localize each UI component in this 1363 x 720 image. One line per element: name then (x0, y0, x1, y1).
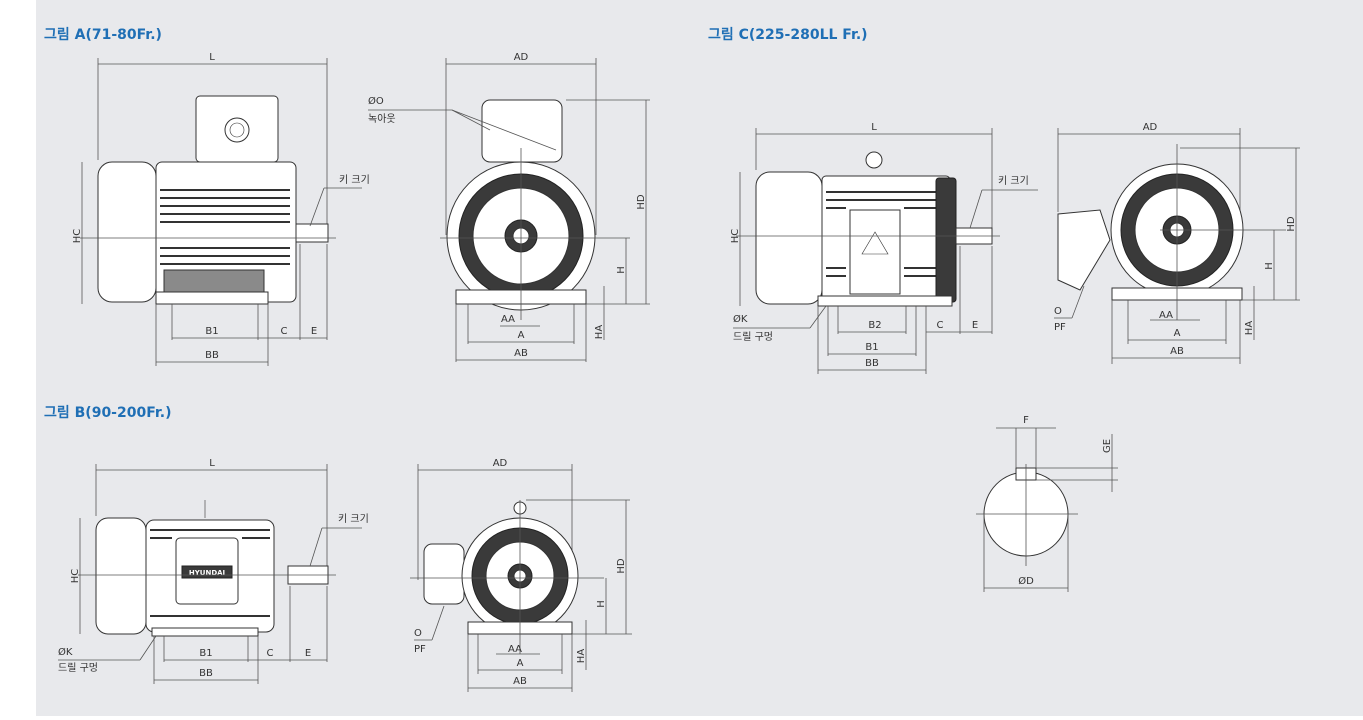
key-size-label-c: 키 크기 (998, 175, 1029, 187)
drill-k-label-c: ØK (733, 313, 748, 325)
dim-C-b: C (267, 648, 274, 659)
figure-c-side-view: L HC 키 크기 ØK 드릴 구멍 (730, 122, 1038, 374)
dim-AA-c: AA (1159, 310, 1173, 321)
dim-E-a: E (311, 326, 317, 337)
pf-label-c: PF (1054, 322, 1066, 333)
dim-A-a: A (518, 330, 525, 341)
knockout-o-label: ØO (368, 95, 384, 107)
figure-b-front-view: AD HD H HA O PF AA A AB (410, 458, 632, 692)
dim-HC-b: HC (70, 569, 81, 584)
dim-E-b: E (305, 648, 311, 659)
dim-H-a: H (616, 266, 627, 274)
dim-HA-c: HA (1244, 321, 1255, 336)
dim-E-c: E (972, 320, 978, 331)
figure-b-side-view: L HYUNDAI HC 키 크기 ØK 드릴 구멍 B1 C (58, 458, 369, 684)
dim-AD-c: AD (1143, 122, 1158, 133)
o-label-c: O (1054, 306, 1062, 317)
dim-L-a: L (209, 52, 215, 63)
shaft-key-detail: F GE ØD (976, 415, 1118, 592)
o-label-b: O (414, 628, 422, 639)
figure-c-title: 그림 C(225-280LL Fr.) (708, 27, 868, 43)
drill-hole-label-b: 드릴 구멍 (58, 661, 98, 674)
dim-AB-a: AB (514, 348, 528, 359)
figure-a-front-view: AD ØO 녹아웃 HD H HA AA A AB (368, 52, 650, 362)
dim-BB-c: BB (865, 358, 879, 369)
figure-b-title: 그림 B(90-200Fr.) (44, 405, 172, 421)
dim-AD-a: AD (514, 52, 529, 63)
dim-HA-b: HA (576, 649, 587, 664)
dim-B1-c: B1 (865, 342, 878, 353)
dim-B1-b: B1 (199, 648, 212, 659)
dim-HC-c: HC (730, 229, 741, 244)
dim-H-b: H (596, 600, 607, 608)
dim-A-b: A (517, 658, 524, 669)
dim-C-c: C (937, 320, 944, 331)
dim-AD-b: AD (493, 458, 508, 469)
drill-hole-label-c: 드릴 구멍 (733, 330, 773, 343)
dim-GE: GE (1102, 439, 1113, 453)
figure-c-front-view: AD HD H HA O PF AA A AB (1054, 122, 1300, 364)
figure-a-title: 그림 A(71-80Fr.) (44, 27, 162, 43)
drill-k-label-b: ØK (58, 646, 73, 658)
dim-OD: ØD (1018, 575, 1034, 587)
dim-F: F (1023, 415, 1029, 426)
dim-L-c: L (871, 122, 877, 133)
dim-H-c: H (1264, 262, 1275, 270)
key-size-label-b: 키 크기 (338, 513, 369, 525)
knockout-label: 녹아웃 (368, 113, 396, 125)
dim-BB-a: BB (205, 350, 219, 361)
dim-AB-c: AB (1170, 346, 1184, 357)
dim-C-a: C (281, 326, 288, 337)
dim-A-c: A (1174, 328, 1181, 339)
figure-a-side-view: L HC 키 크기 (72, 52, 370, 366)
dim-BB-b: BB (199, 668, 213, 679)
dim-HA-a: HA (594, 325, 605, 340)
dim-HD-c: HD (1286, 216, 1297, 232)
dim-B1-a: B1 (205, 326, 218, 337)
dim-AB-b: AB (513, 676, 527, 687)
dim-B2-c: B2 (868, 320, 881, 331)
dim-L-b: L (209, 458, 215, 469)
key-size-label-a: 키 크기 (339, 174, 370, 186)
dim-HD-a: HD (636, 194, 647, 210)
dim-AA-b: AA (508, 644, 522, 655)
dim-AA-a: AA (501, 314, 515, 325)
pf-label-b: PF (414, 644, 426, 655)
dim-HC-a: HC (72, 229, 83, 244)
dim-HD-b: HD (616, 558, 627, 574)
hyundai-logo-b: HYUNDAI (189, 569, 225, 577)
